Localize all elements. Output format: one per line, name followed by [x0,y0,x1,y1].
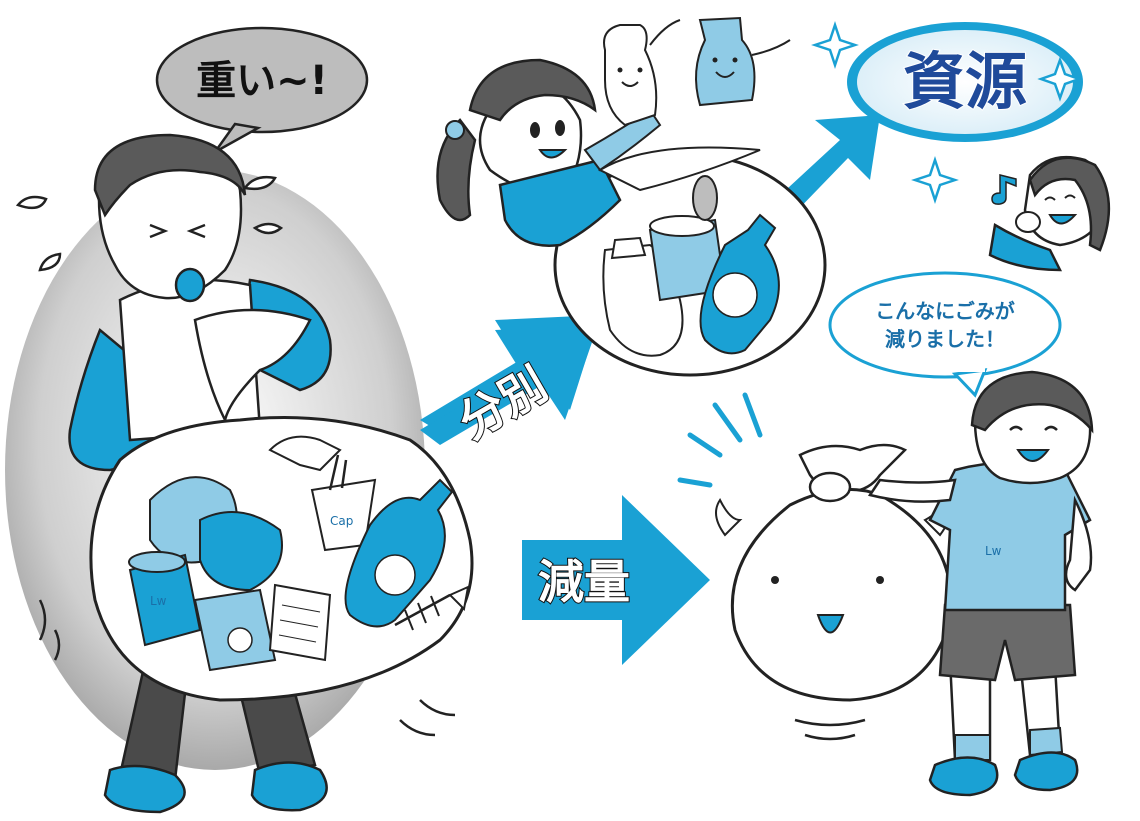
can-icon: Lw [128,551,202,647]
resource-arrow [775,115,880,218]
happy-blue-bottle-icon [695,16,791,107]
tshirt-logo: Lw [985,544,1002,558]
speech-bubble-heavy: 重い~! [155,26,369,154]
cup-icon: Cap [310,454,377,552]
motion-lines [38,599,456,737]
sweat-drops [15,175,284,272]
bottle-icon [344,478,454,628]
music-note-icon [991,174,1017,205]
trash-contents: Cap Lw [128,435,470,672]
resource-badge: 資源 [847,22,1083,142]
box-icon [193,588,277,672]
paper-icon [268,583,332,662]
boy-with-bag: Lw [867,370,1094,797]
blue-bottle-icon [699,213,780,355]
can-label: Lw [150,594,167,608]
sort-arrow: 分別 [420,315,600,450]
heavy-text: 重い~! [196,58,328,104]
reduce-arrow: 減量 [522,495,710,665]
resource-label: 資源 [903,45,1027,118]
happy-pet-bottle-icon [603,19,681,127]
shine-lines [677,392,763,488]
reduced-text-line2: 減りました！ [885,327,1005,351]
reduce-label: 減量 [538,555,630,609]
girl-sorting [436,16,827,377]
cup-label: Cap [330,514,353,528]
fishbone-icon [394,585,470,631]
woman-with-heavy-bag: 重い~! [5,26,474,814]
speech-bubble-reduced: こんなにごみが 減りました！ [828,271,1062,398]
can-recycle-icon [648,175,727,302]
cheering-boy [988,155,1111,272]
light-trash-bag [677,392,953,741]
sparkle-icons [811,21,1083,204]
reduced-text-line1: こんなにごみが [875,299,1015,323]
